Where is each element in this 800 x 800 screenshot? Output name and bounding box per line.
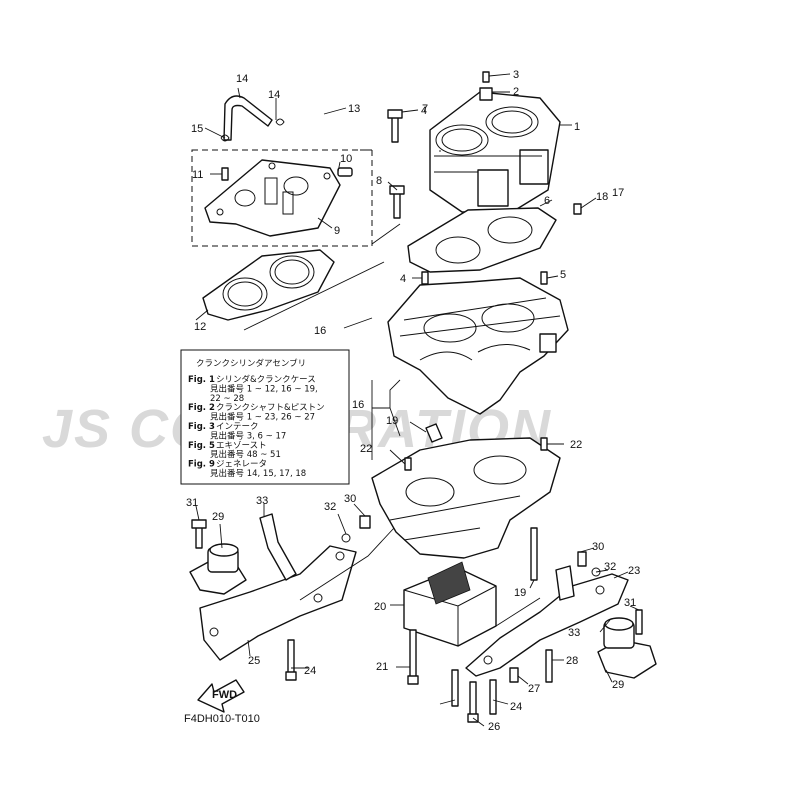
legend-line: クランクシャフト&ピストン [216,403,325,413]
callout-31: 31 [186,497,198,509]
legend-line: 見出番号 14, 15, 17, 18 [210,468,306,479]
legend-fig-label: Fig. 5 [188,441,215,451]
cylinder-gasket [407,207,557,273]
diagram-code: F4DH010-T010 [184,713,260,725]
callout-3: 3 [513,69,519,81]
legend-line: 見出番号 1 ~ 12, 16 ~ 19, [210,383,318,394]
left-rubber-mount [189,519,247,595]
bolt-30-left [359,515,371,529]
callout-26: 26 [488,721,500,733]
callout-28: 28 [566,655,578,667]
callout-15: 15 [191,123,203,135]
legend-line: 見出番号 1 ~ 23, 26 ~ 27 [210,412,315,423]
callout-21: 21 [376,661,388,673]
right-mount-bracket [465,565,629,677]
lower-crankcase [371,437,561,559]
washer-32-left [341,533,351,543]
callout-24: 24 [510,701,522,713]
callout-20: 20 [374,601,386,613]
callout-17: 17 [612,187,624,199]
callout-14: 14 [236,73,248,85]
callout-18: 18 [596,191,608,203]
callout-24: 24 [304,665,316,677]
legend-fig-label: Fig. 9 [188,460,215,470]
callout-9: 9 [334,225,340,237]
callout-33: 33 [256,495,268,507]
callout-27: 27 [528,683,540,695]
right-rubber-mount [597,609,657,679]
callout-30: 30 [344,493,356,505]
bolt-30-right [577,551,587,567]
fwd-label: FWD [212,689,237,701]
callout-16: 16 [352,399,364,411]
callout-29: 29 [212,511,224,523]
callout-22: 22 [570,439,582,451]
callout-33: 33 [568,627,580,639]
legend-fig-label: Fig. 3 [188,422,215,432]
callout-8: 8 [376,175,382,187]
cylinder-head-group [191,95,373,321]
callout-22: 22 [360,443,372,455]
callout-14: 14 [268,89,280,101]
legend-line: シリンダ&クランクケース [216,374,316,385]
callout-11: 11 [192,169,203,181]
legend-line: 22 ~ 28 [210,394,244,404]
oil-pan [403,561,497,647]
callout-13: 13 [348,103,360,115]
callout-6: 6 [544,195,550,207]
legend-fig-label: Fig. 1 [188,375,215,385]
callout-4: 4 [400,273,406,285]
callout-2: 2 [513,86,519,98]
leader-lines [195,73,640,727]
legend-line: エキゾースト [216,441,267,451]
legend-title: クランクシリンダアセンブリ [196,358,306,369]
callout-23: 23 [628,565,640,577]
callout-29: 29 [612,679,624,691]
callout-1: 1 [574,121,580,133]
callout-16: 16 [314,325,326,337]
legend-line: インテーク [216,422,259,432]
legend-line: 見出番号 48 ~ 51 [210,449,281,460]
washer-32-right [591,567,601,577]
cylinder-block [387,71,582,219]
sleeve-part [425,423,443,443]
callout-10: 10 [340,153,352,165]
callout-5: 5 [560,269,566,281]
callout-19: 19 [386,415,398,427]
fwd-arrow: FWD [197,679,245,713]
callout-32: 32 [324,501,336,513]
callout-25: 25 [248,655,260,667]
upper-crankcase [387,271,569,415]
legend-fig-label: Fig. 2 [188,403,215,413]
callout-12: 12 [194,321,206,333]
left-mount-bracket [199,513,357,661]
callout-4: 4 [421,105,427,117]
callout-7: 7 [422,103,428,115]
studs-and-bolts [285,527,553,723]
callout-30: 30 [592,541,604,553]
callout-32: 32 [604,561,616,573]
legend-line: ジェネレータ [216,460,267,470]
callout-31: 31 [624,597,636,609]
callout-19: 19 [514,587,526,599]
legend-line: 見出番号 3, 6 ~ 17 [210,430,286,441]
